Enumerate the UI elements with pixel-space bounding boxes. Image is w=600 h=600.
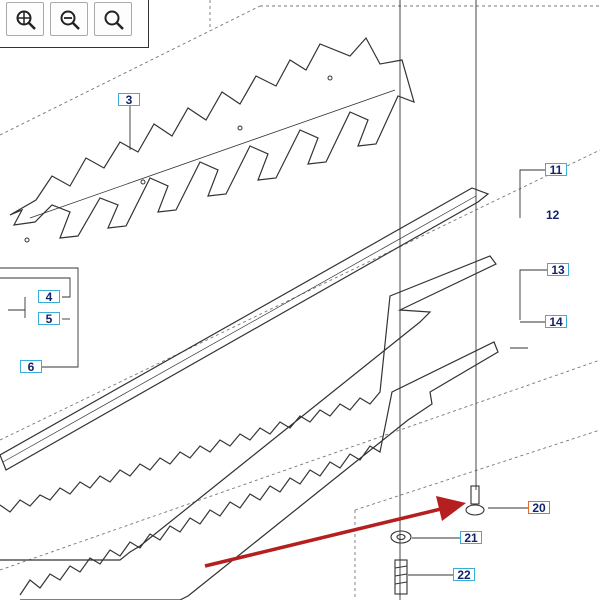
rail-part bbox=[0, 187, 490, 471]
zoom-out-icon bbox=[60, 10, 80, 30]
callout-part-12[interactable]: 12 bbox=[546, 208, 560, 222]
callout-part-3[interactable]: 3 bbox=[118, 93, 140, 107]
callout-part-4[interactable]: 4 bbox=[38, 290, 60, 304]
zoom-fit-icon bbox=[16, 10, 36, 30]
zoom-out-button[interactable] bbox=[50, 2, 88, 36]
guard-hole bbox=[327, 75, 333, 81]
lower-cutter-blade bbox=[19, 341, 499, 600]
bolt-part bbox=[394, 559, 408, 595]
guard-hole bbox=[237, 125, 243, 131]
zoom-fit-button[interactable] bbox=[6, 2, 44, 36]
blade-guard-part bbox=[9, 36, 415, 239]
callout-part-21[interactable]: 21 bbox=[460, 531, 482, 545]
callout-part-20[interactable]: 20 bbox=[528, 501, 550, 515]
callout-part-13[interactable]: 13 bbox=[547, 263, 569, 277]
zoom-in-button[interactable] bbox=[94, 2, 132, 36]
blade-guard-inner bbox=[29, 89, 396, 219]
zoom-toolbar bbox=[0, 0, 149, 48]
zoom-in-icon bbox=[104, 10, 124, 30]
highlight-arrow bbox=[204, 496, 466, 568]
callout-part-22[interactable]: 22 bbox=[453, 568, 475, 582]
callout-part-14[interactable]: 14 bbox=[545, 315, 567, 329]
screw-part bbox=[465, 485, 485, 516]
guard-hole bbox=[24, 237, 30, 243]
guard-hole bbox=[140, 179, 146, 185]
callout-part-11[interactable]: 11 bbox=[545, 163, 567, 177]
leader-lines bbox=[0, 106, 548, 576]
callout-part-6[interactable]: 6 bbox=[20, 360, 42, 374]
rail-edge bbox=[2, 195, 477, 463]
upper-cutter-blade bbox=[0, 255, 497, 561]
callout-part-5[interactable]: 5 bbox=[38, 312, 60, 326]
washer-part bbox=[390, 530, 412, 544]
